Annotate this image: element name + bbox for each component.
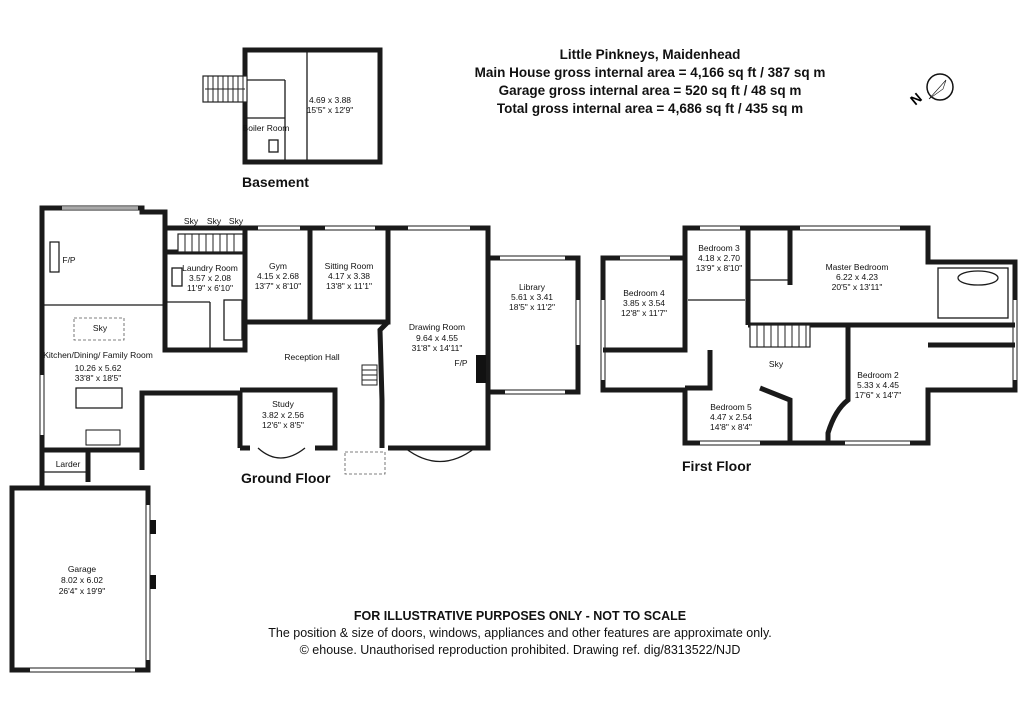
- main-house-area: Main House gross internal area = 4,166 s…: [474, 65, 826, 80]
- sky-kitchen-label: Sky: [93, 323, 108, 333]
- larder-label: Larder: [56, 459, 81, 469]
- drawing-metric: 9.64 x 4.55: [416, 333, 458, 343]
- library-imperial: 18'5" x 11'2": [509, 302, 555, 312]
- plan-header: Little Pinkneys, Maidenhead Main House g…: [380, 46, 920, 118]
- sitting-imperial: 13'8" x 11'1": [326, 281, 372, 291]
- bedroom-4-imperial: 12'8" x 11'7": [621, 308, 667, 318]
- sky-landing-label: Sky: [769, 359, 784, 369]
- basement-stairs: [202, 75, 248, 103]
- reception-hall-label: Reception Hall: [284, 352, 339, 362]
- ground-floor-plan: [9, 205, 581, 673]
- fp-kitchen-label: F/P: [62, 255, 76, 265]
- drawing-imperial: 31'8" x 14'11": [412, 343, 463, 353]
- copyright-text: © ehouse. Unauthorised reproduction proh…: [299, 643, 741, 657]
- gym-metric: 4.15 x 2.68: [257, 271, 299, 281]
- kitchen-metric: 10.26 x 5.62: [75, 363, 122, 373]
- drawing-room-name: Drawing Room: [409, 322, 465, 332]
- first-floor-plan: [600, 225, 1018, 446]
- bedroom-3-metric: 4.18 x 2.70: [698, 253, 740, 263]
- laundry-metric: 3.57 x 2.08: [189, 273, 231, 283]
- fp-drawing-label: F/P: [454, 358, 468, 368]
- basement-room-metric: 4.69 x 3.88: [309, 95, 351, 105]
- laundry-room-name: Laundry Room: [182, 263, 238, 273]
- study-metric: 3.82 x 2.56: [262, 410, 304, 420]
- garage-imperial: 26'4" x 19'9": [59, 586, 106, 596]
- study-imperial: 12'6" x 8'5": [262, 420, 304, 430]
- sky-light-2-label: Sky: [207, 216, 222, 226]
- study-room-name: Study: [272, 399, 294, 409]
- sitting-metric: 4.17 x 3.38: [328, 271, 370, 281]
- bedroom-2-metric: 5.33 x 4.45: [857, 380, 899, 390]
- master-bedroom-metric: 6.22 x 4.23: [836, 272, 878, 282]
- bedroom-2-imperial: 17'6" x 14'7": [855, 390, 902, 400]
- bedroom-5-imperial: 14'8" x 8'4": [710, 422, 752, 432]
- disclaimer-text: FOR ILLUSTRATIVE PURPOSES ONLY - NOT TO …: [353, 609, 687, 623]
- kitchen-room-name: Kitchen/Dining/ Family Room: [43, 350, 153, 360]
- library-room-name: Library: [519, 282, 546, 292]
- gym-imperial: 13'7" x 8'10": [255, 281, 302, 291]
- first-floor-stairs: [749, 324, 811, 348]
- reception-stairs: [361, 364, 378, 386]
- garage-metric: 8.02 x 6.02: [61, 575, 103, 585]
- ground-stairs: [177, 233, 244, 253]
- kitchen-imperial: 33'8" x 18'5": [75, 373, 122, 383]
- plan-footer: FOR ILLUSTRATIVE PURPOSES ONLY - NOT TO …: [200, 608, 840, 659]
- garage-room-name: Garage: [68, 564, 97, 574]
- compass-icon: N: [907, 73, 954, 108]
- first-floor-label: First Floor: [682, 458, 752, 474]
- master-bedroom-imperial: 20'5" x 13'11": [832, 282, 883, 292]
- approximation-note: The position & size of doors, windows, a…: [268, 626, 772, 640]
- gym-room-name: Gym: [269, 261, 287, 271]
- basement-label: Basement: [242, 174, 309, 190]
- garage-area: Garage gross internal area = 520 sq ft /…: [498, 83, 802, 98]
- sky-light-3-label: Sky: [229, 216, 244, 226]
- bedroom-3-imperial: 13'9" x 8'10": [696, 263, 743, 273]
- bedroom-3-name: Bedroom 3: [698, 243, 740, 253]
- bedroom-5-metric: 4.47 x 2.54: [710, 412, 752, 422]
- master-bedroom-name: Master Bedroom: [826, 262, 889, 272]
- bedroom-2-name: Bedroom 2: [857, 370, 899, 380]
- basement-plan: Boiler Room 4.69 x 3.88 15'5" x 12'9": [202, 47, 383, 165]
- boiler-room-label: Boiler Room: [243, 123, 290, 133]
- bedroom-4-name: Bedroom 4: [623, 288, 665, 298]
- sky-light-1-label: Sky: [184, 216, 199, 226]
- property-title: Little Pinkneys, Maidenhead: [559, 47, 741, 62]
- bedroom-4-metric: 3.85 x 3.54: [623, 298, 665, 308]
- bedroom-5-name: Bedroom 5: [710, 402, 752, 412]
- total-area: Total gross internal area = 4,686 sq ft …: [496, 101, 804, 116]
- compass-north-label: N: [907, 89, 925, 108]
- basement-room-imperial: 15'5" x 12'9": [307, 105, 354, 115]
- sitting-room-name: Sitting Room: [325, 261, 374, 271]
- ground-floor-label: Ground Floor: [241, 470, 331, 486]
- library-metric: 5.61 x 3.41: [511, 292, 553, 302]
- laundry-imperial: 11'9" x 6'10": [187, 283, 233, 293]
